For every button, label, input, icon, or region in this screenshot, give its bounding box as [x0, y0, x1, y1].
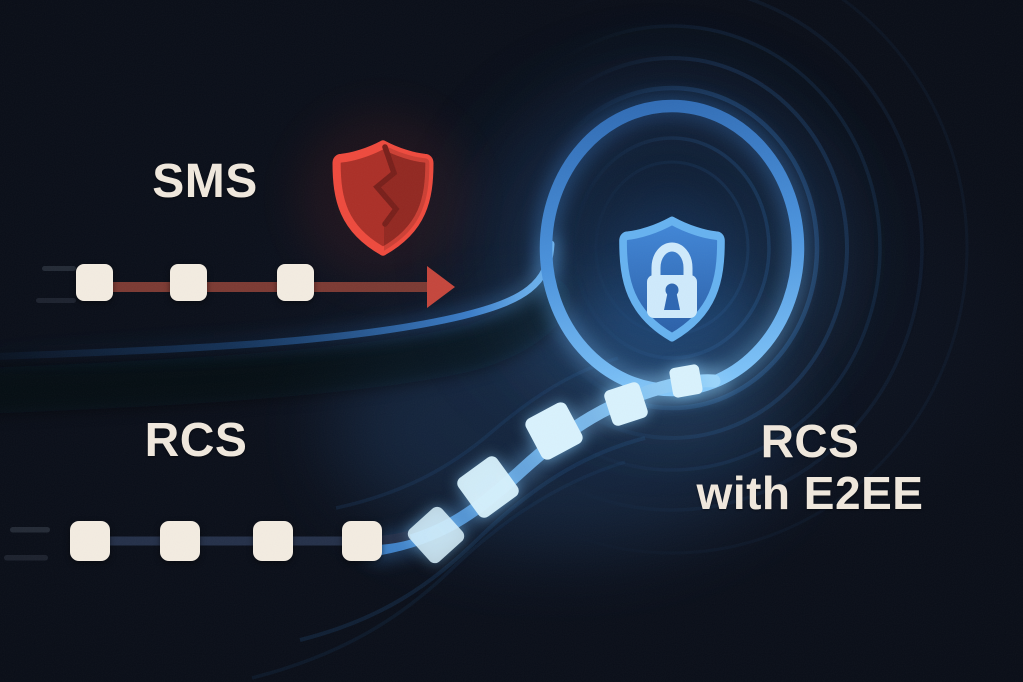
sms-label: SMS	[152, 155, 258, 208]
rcs-e2ee-line2: with E2EE	[696, 467, 924, 519]
rcs-label: RCS	[144, 414, 248, 467]
rcs-e2ee-line1: RCS	[760, 415, 860, 467]
rcs-e2ee-label: RCS with E2EE	[695, 415, 925, 519]
